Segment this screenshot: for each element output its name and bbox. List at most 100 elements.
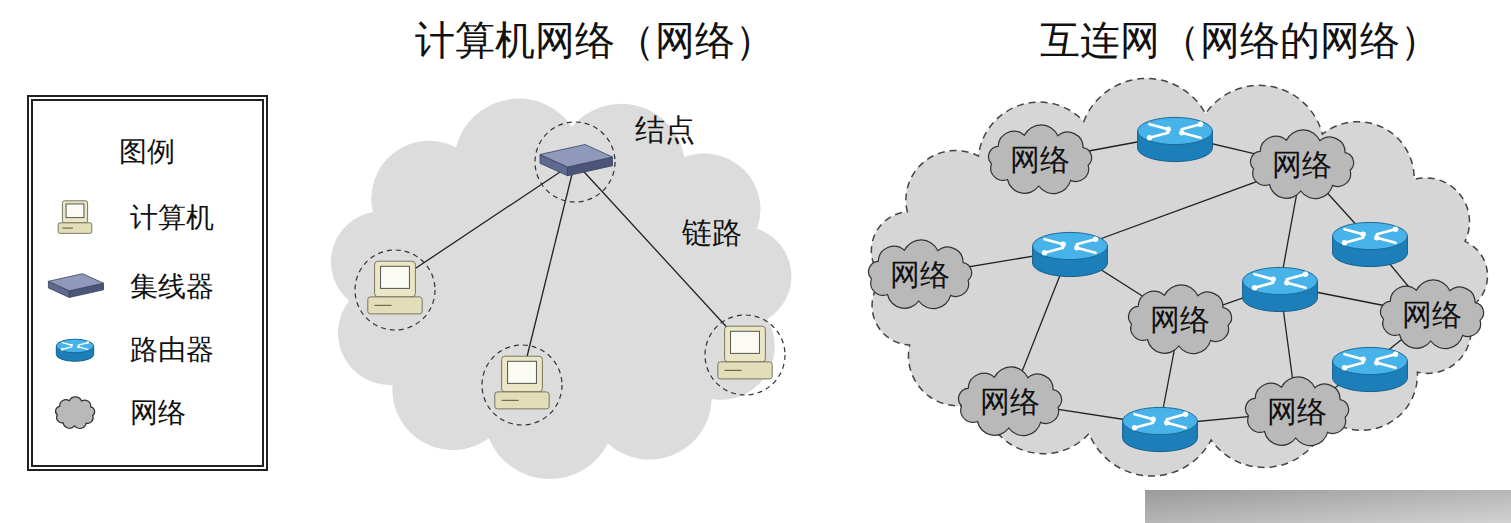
network-label: 网络 [1402,297,1462,333]
lan-illustration [355,122,785,425]
router-arrow-head [1303,271,1308,276]
router-arrow-head [1060,242,1065,247]
router-arrow-head [1165,127,1170,132]
network-cloud [1381,280,1484,349]
router-arrow-head [1393,351,1398,356]
computer-slot [725,370,742,371]
router-arrow [1377,238,1396,243]
network-node: 网络 [860,238,980,312]
router-arrow [1345,363,1364,368]
computer-icon [368,261,422,314]
router-arrow [1045,248,1064,253]
router-arrow [1255,274,1274,279]
router-arrow-head [1198,121,1203,126]
link-line [522,162,575,377]
router-arrow-head [1074,245,1079,250]
router-top [1243,267,1318,294]
router-icon [1123,407,1198,451]
router-arrow [1345,229,1364,234]
group-outline [305,14,815,496]
router-arrow [1182,133,1201,138]
router-arrow [78,343,87,346]
computer-icon [58,201,92,234]
router-arrow-head [1360,357,1365,362]
router-icon [1333,222,1408,266]
annotation-label: 链路 [682,215,742,251]
network-group: 计算机网络（网络） [305,14,815,496]
router-arrow [1287,283,1306,288]
router-arrow-head [1270,277,1275,282]
router-arrow-head [61,348,64,351]
computer-slot [502,400,519,401]
computer-base [718,362,772,379]
link-line [395,162,575,282]
network-cloud [869,240,972,309]
router-top [1333,222,1408,249]
computer-screen [66,204,84,218]
router-arrow-head [77,345,80,348]
router-arrow-head [1042,250,1047,255]
hub-top [540,145,613,168]
diagram-heading: 互连网（网络的网络） [1040,16,1440,64]
router-arrow-head [1252,285,1257,290]
router-arrow [1377,363,1396,368]
router-arrow [1167,423,1186,428]
video-panel [1145,490,1511,523]
computer-slot [375,305,392,306]
diagram-heading: 计算机网络（网络） [415,16,775,64]
computer-screen [731,331,760,353]
router-arrow [1150,133,1169,138]
router-arrow-head [70,344,73,347]
network-cloud [1251,130,1354,199]
router-arrow [78,347,87,350]
router-top [1138,117,1213,144]
computer-monitor [62,201,87,223]
router-arrow-head [86,341,89,344]
network-label: 网络 [980,384,1040,420]
router-arrow [1345,238,1364,243]
computer-base [495,392,549,409]
computer-monitor [725,326,766,362]
router-arrow [1135,423,1154,428]
router-arrow [62,347,71,350]
router-arrow [1377,229,1396,234]
router-icon [1138,117,1213,161]
hub-icon [540,145,613,176]
computer-screen [508,361,537,383]
network-label: 网络 [1267,394,1327,430]
computer-monitor [375,261,416,297]
computer-base [368,297,422,314]
router-arrow-head [1183,411,1188,416]
legend-title: 图例 [119,135,175,169]
router-arrow-head [1150,417,1155,422]
router-arrow [1045,239,1064,244]
router-top [1033,232,1108,259]
computer-icon [495,356,549,409]
network-cloud [1129,285,1232,354]
router-arrow-head [1360,232,1365,237]
router-arrow-head [1179,130,1184,135]
computer-monitor [502,356,543,392]
router-arrow-head [1393,226,1398,231]
node-marker [535,122,615,202]
router-top [56,339,93,353]
legend-label: 集线器 [130,270,214,304]
router-arrow-head [1132,425,1137,430]
legend-label: 计算机 [130,201,214,235]
router-icon [56,339,93,361]
network-node: 网络 [1242,128,1362,202]
annotation-label: 结点 [635,112,695,148]
network-node: 网络 [1237,375,1357,449]
network-node: 网络 [1120,283,1240,357]
network-cloud [989,125,1092,194]
router-arrow [62,343,71,346]
router-top [1333,347,1408,374]
router-arrow-head [1093,236,1098,241]
computer-screen [381,266,410,288]
router-arrow [1377,354,1396,359]
network-label: 网络 [890,257,950,293]
router-top [1123,407,1198,434]
router-arrow-head [1374,235,1379,240]
node-marker [705,315,785,395]
